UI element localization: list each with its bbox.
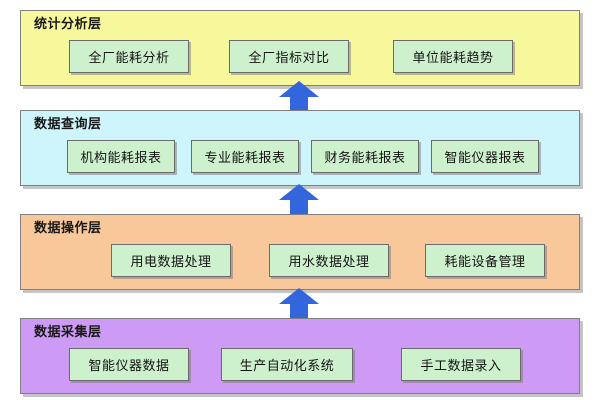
arrow-collection-to-operation — [277, 287, 321, 319]
layer-collection[interactable]: 数据采集层 智能仪器数据 生产自动化系统 手工数据录入 — [20, 318, 580, 394]
node-caiwu-nenghao-baobiao[interactable]: 财务能耗报表 — [311, 140, 419, 173]
arrow-up-icon — [279, 184, 319, 215]
layer-statistics-title: 统计分析层 — [34, 17, 102, 32]
node-zhineng-yiqi-shuju[interactable]: 智能仪器数据 — [69, 348, 189, 381]
node-jigou-nenghao-baobiao[interactable]: 机构能耗报表 — [67, 140, 175, 173]
arrow-operation-to-query — [277, 183, 321, 215]
arrow-up-icon — [279, 288, 319, 319]
layer-statistics[interactable]: 统计分析层 全厂能耗分析 全厂指标对比 单位能耗趋势 — [20, 10, 580, 86]
arrow-query-to-statistics — [277, 80, 321, 112]
layer-query-title: 数据查询层 — [34, 117, 102, 132]
node-quanchang-zhibiao-duibi[interactable]: 全厂指标对比 — [229, 40, 349, 73]
layer-query[interactable]: 数据查询层 机构能耗报表 专业能耗报表 财务能耗报表 智能仪器报表 — [20, 110, 580, 186]
node-zhineng-yiqi-baobiao[interactable]: 智能仪器报表 — [431, 140, 539, 173]
node-danwei-nenghao-qushi[interactable]: 单位能耗趋势 — [393, 40, 513, 73]
node-zhuanye-nenghao-baobiao[interactable]: 专业能耗报表 — [191, 140, 299, 173]
layer-collection-title: 数据采集层 — [34, 325, 102, 340]
node-shengchan-zidonghua-xitong[interactable]: 生产自动化系统 — [221, 348, 353, 381]
node-yongdian-shuju-chuli[interactable]: 用电数据处理 — [111, 244, 231, 277]
node-shougong-shuju-luru[interactable]: 手工数据录入 — [401, 348, 521, 381]
node-haoneng-shebei-guanli[interactable]: 耗能设备管理 — [425, 244, 545, 277]
node-quanchang-nenghao-fenxi[interactable]: 全厂能耗分析 — [69, 40, 189, 73]
node-yongshui-shuju-chuli[interactable]: 用水数据处理 — [269, 244, 389, 277]
arrow-up-icon — [279, 81, 319, 112]
layer-operation[interactable]: 数据操作层 用电数据处理 用水数据处理 耗能设备管理 — [20, 214, 580, 290]
layer-operation-title: 数据操作层 — [34, 221, 102, 236]
